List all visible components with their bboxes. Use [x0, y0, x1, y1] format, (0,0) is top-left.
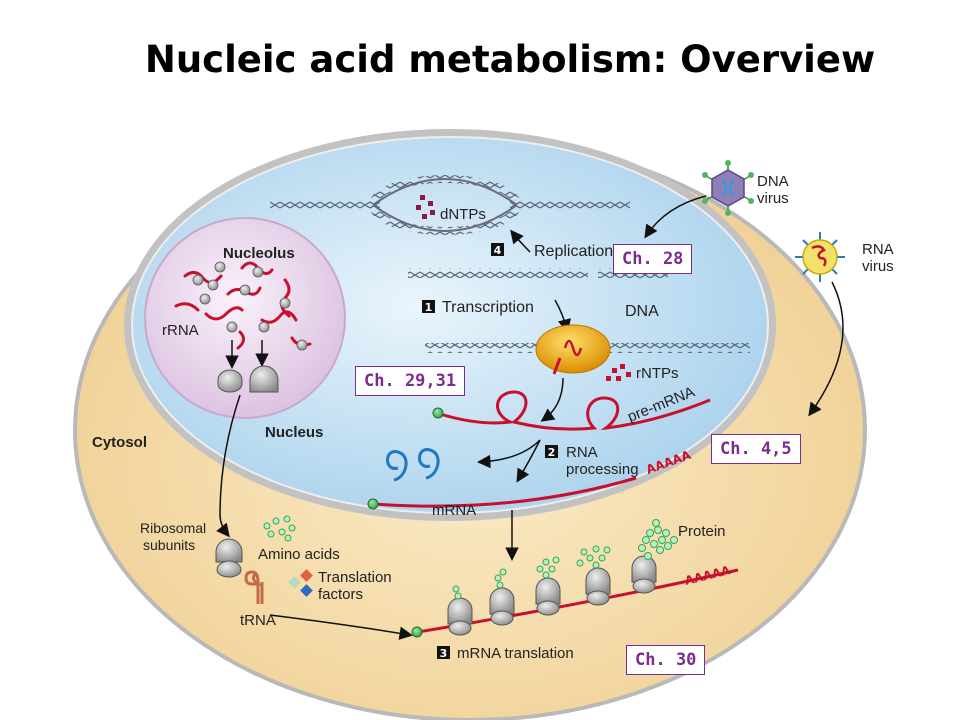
ribosomal-subunits-label: Ribosomal: [140, 520, 206, 536]
polysome: [447, 545, 657, 636]
dna-label: DNA: [625, 303, 659, 320]
rrna-label: rRNA: [162, 322, 199, 339]
step-1-badge: [422, 300, 435, 313]
amino-acids-label: Amino acids: [258, 546, 340, 563]
rna-virus-icon: [795, 232, 845, 282]
protein-icon: [638, 519, 678, 560]
nucleolus-label: Nucleolus: [223, 245, 295, 262]
rna-processing-label: RNA: [566, 444, 598, 461]
dna-virus-label-2: virus: [757, 190, 789, 207]
step-3-badge: [437, 646, 450, 659]
transcription-label: Transcription: [442, 299, 534, 316]
chapter-28-box: Ch. 28: [613, 244, 693, 274]
svg-text:2: 2: [548, 446, 556, 459]
nucleolus: [144, 217, 346, 419]
trna-icon: [244, 570, 264, 604]
rna-virus-label: RNA: [862, 241, 894, 258]
chapter-29-31-box: Ch. 29,31: [355, 366, 466, 396]
mrna-strand: [373, 476, 637, 508]
cytosol-label: Cytosol: [92, 434, 147, 451]
dna-virus-icon: [702, 160, 754, 216]
ribosome-small-icon: [216, 560, 242, 578]
protein-label: Protein: [678, 523, 726, 540]
rntp-icon: [606, 364, 631, 381]
replication-label: Replication: [534, 243, 613, 260]
svg-text:4: 4: [494, 244, 502, 257]
step-2-badge: [545, 445, 558, 458]
rrna-proteins: [192, 261, 308, 351]
dna-virus-label: DNA: [757, 173, 789, 190]
rna-processing-label-2: processing: [566, 461, 639, 478]
translation-factors-label-2: factors: [318, 586, 363, 603]
step-4-badge: [491, 243, 504, 256]
translation-factors-label: Translation: [318, 569, 392, 586]
mrna-label: mRNA: [432, 502, 476, 519]
svg-text:1: 1: [425, 301, 433, 314]
ribosome-large-icon: [215, 538, 243, 563]
dntps-label: dNTPs: [440, 206, 486, 223]
page-title: Nucleic acid metabolism: Overview: [144, 38, 876, 81]
pre-mrna-strand: [439, 390, 711, 431]
trna-label: tRNA: [240, 612, 276, 629]
rna-virus-label-2: virus: [862, 258, 894, 275]
small-subunit-icon: [217, 369, 243, 393]
svg-text:3: 3: [440, 647, 448, 660]
chapter-4-5-box: Ch. 4,5: [711, 434, 801, 464]
intron-2: [418, 448, 440, 480]
chapter-30-box: Ch. 30: [626, 645, 706, 675]
intron-1: [386, 450, 408, 482]
dntp-icon: [416, 195, 435, 219]
ribosomal-subunits-label-2: subunits: [143, 537, 195, 553]
amino-acid-icon: [263, 515, 296, 542]
nucleus-label: Nucleus: [265, 424, 323, 441]
rntps-label: rNTPs: [636, 365, 679, 382]
mrna-translation-label: mRNA translation: [457, 645, 574, 662]
large-subunit-icon: [249, 365, 279, 393]
